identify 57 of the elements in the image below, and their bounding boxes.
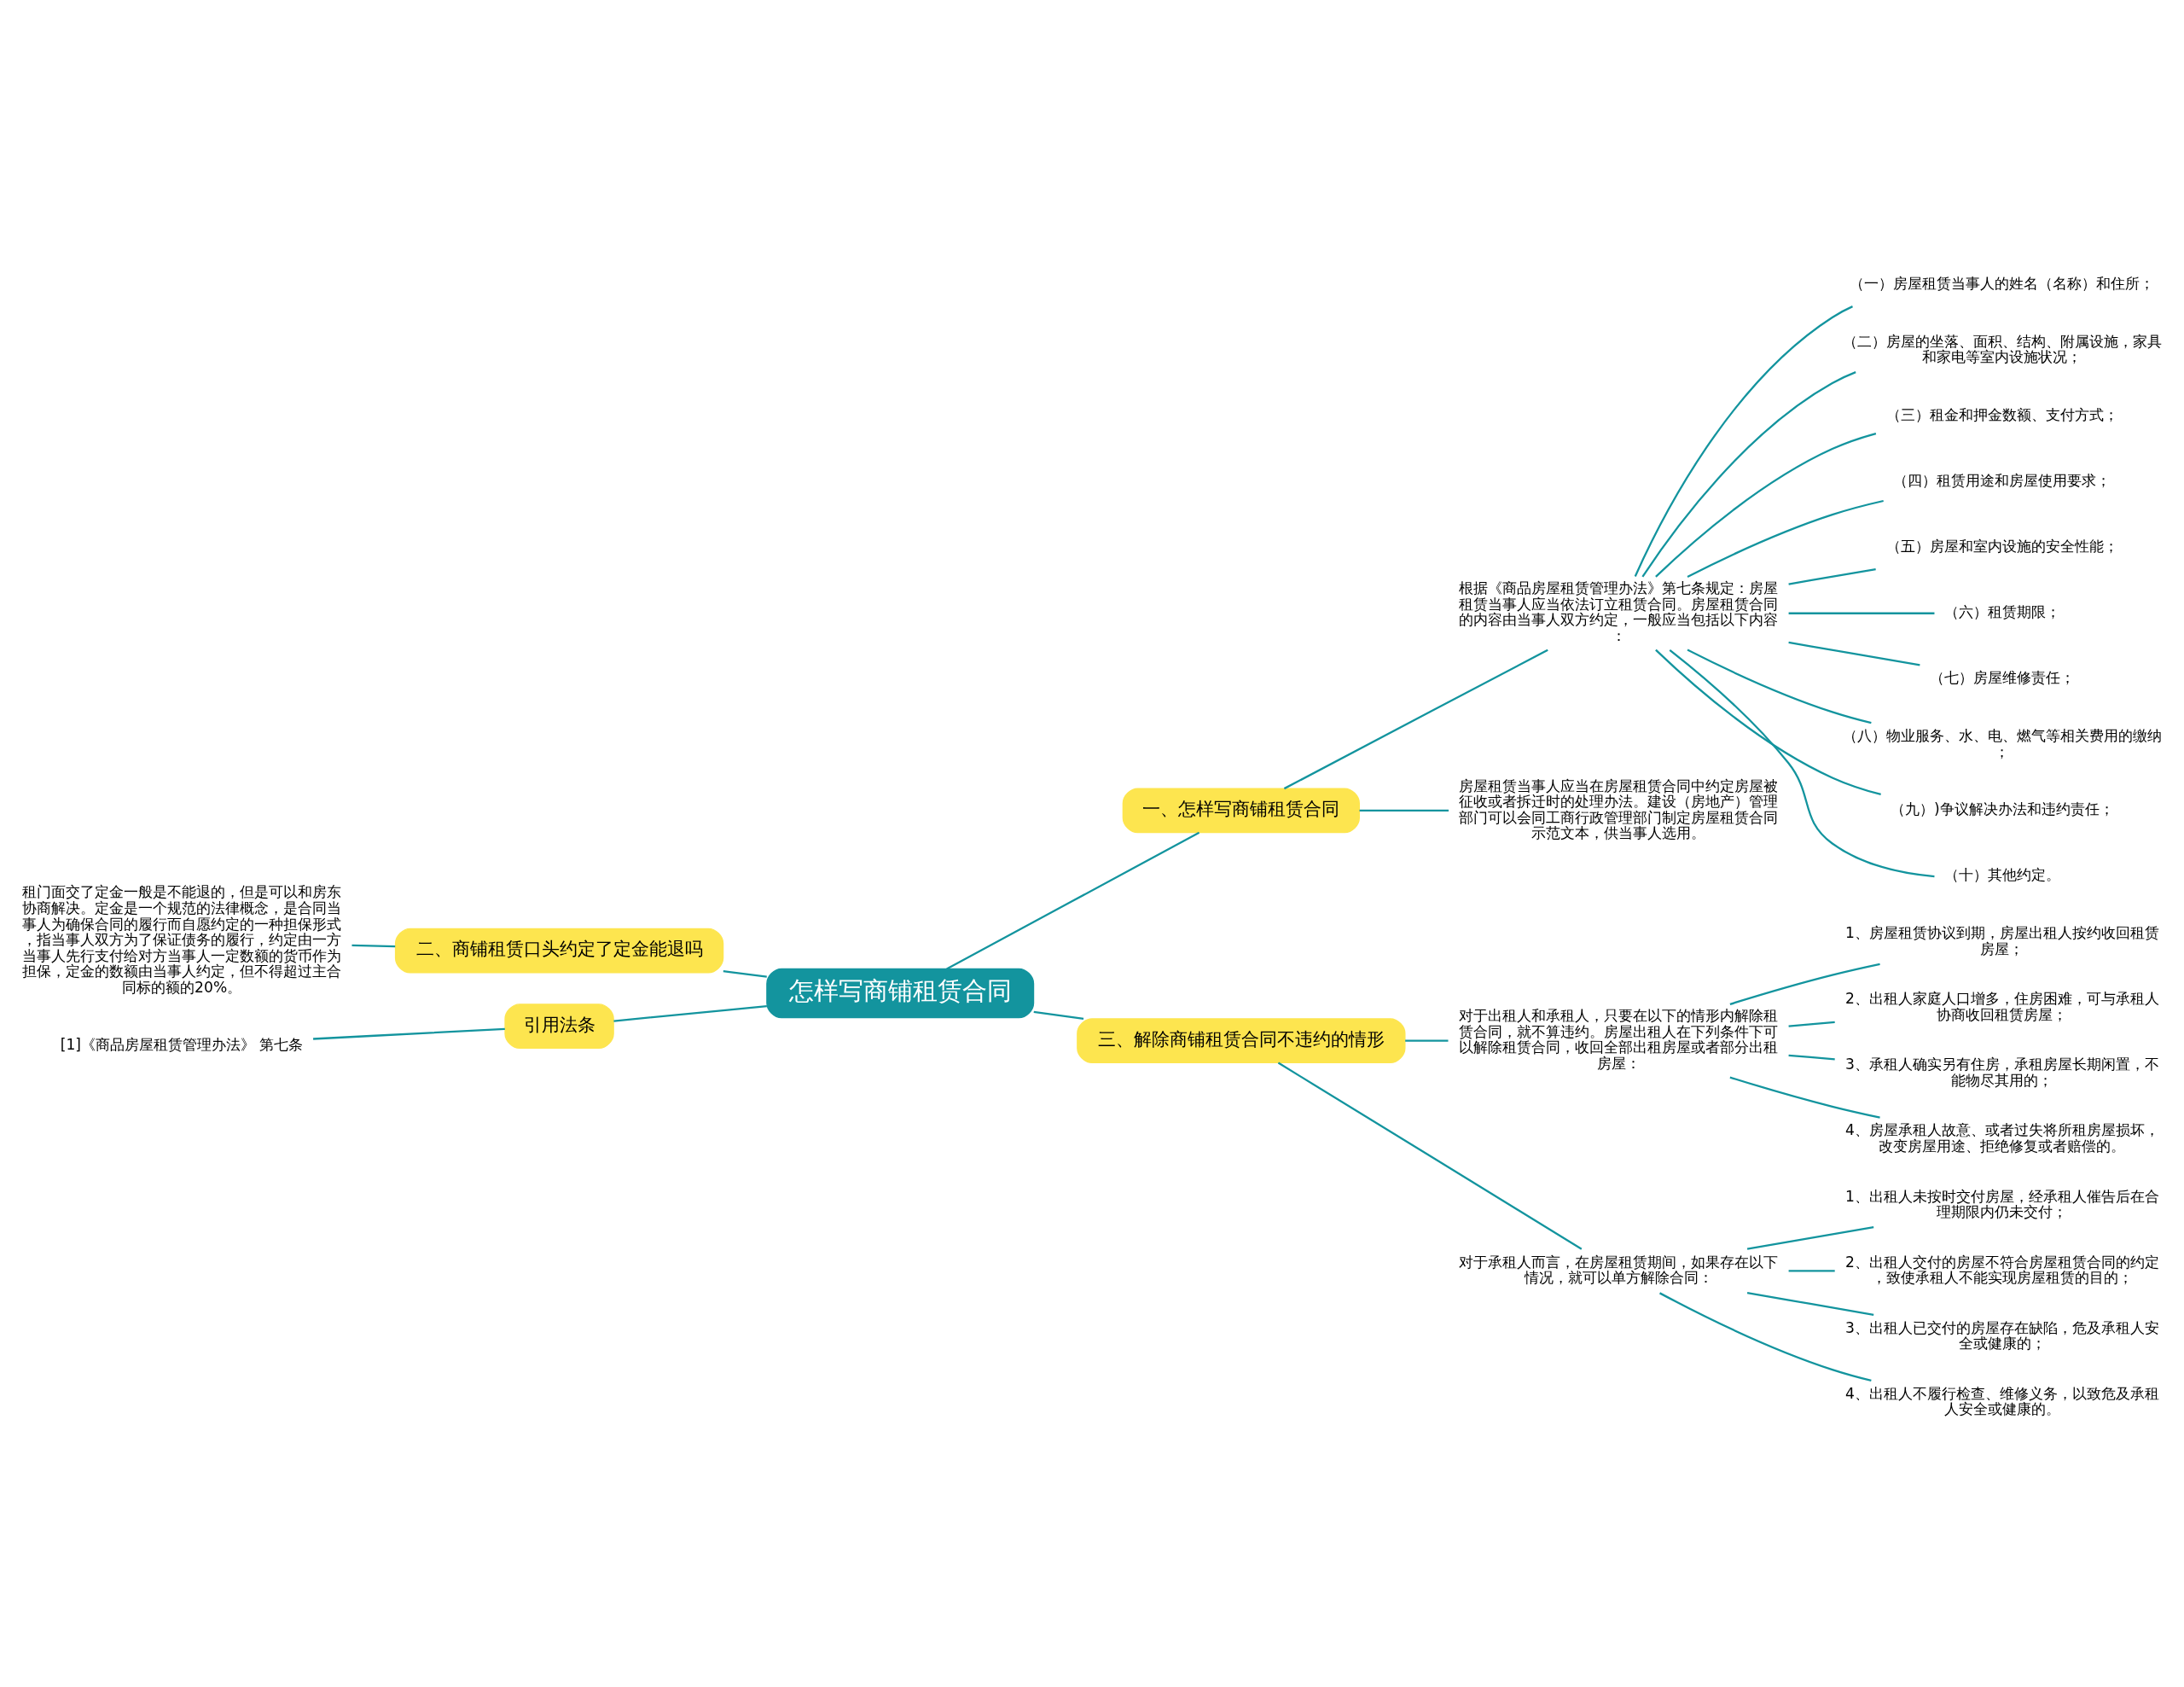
connector [1687, 649, 1872, 724]
connector [1283, 649, 1548, 790]
connector [1788, 1021, 1835, 1027]
connector [723, 970, 767, 978]
node-text: （五）房屋和室内设施的安全性能； [1885, 538, 2118, 556]
connector [1729, 963, 1880, 1005]
connector [1641, 371, 1856, 578]
connector [613, 1004, 767, 1022]
node-text: （七）房屋维修责任； [1929, 669, 2075, 687]
node-text: 2、出租人家庭人口增多，住房困难，可与承租人协商收回租赁房屋； [1844, 990, 2159, 1023]
connector [1659, 1292, 1872, 1382]
connector [1655, 649, 1881, 796]
connector [1634, 305, 1853, 577]
connector [1746, 1226, 1874, 1250]
node-text: 3、承租人确实另有住房，承租房屋长期闲置，不能物尽其用的； [1844, 1056, 2159, 1089]
connector [1788, 567, 1876, 585]
connector [946, 831, 1200, 970]
node-text: [1]《商品房屋租赁管理办法》 第七条 [60, 1035, 304, 1053]
node-text: （九）)争议解决办法和违约责任； [1891, 800, 2114, 818]
node-text: 4、出租人不履行检查、维修义务，以致危及承租人安全或健康的。 [1844, 1384, 2159, 1418]
connector [351, 944, 396, 948]
connector [1687, 499, 1884, 578]
connector [1405, 1039, 1449, 1042]
node-text: （一）房屋租赁当事人的姓名（名称）和住所； [1850, 274, 2155, 292]
node-text: （二）房屋的坐落、面积、结构、附属设施，家具和家电等室内设施状况； [1842, 332, 2162, 366]
node-text: 根据《商品房屋租赁管理办法》第七条规定：房屋租赁当事人应当依法订立租赁合同。房屋租赁合同的内容由当事人双方约定，一般应当包括以下内容： [1459, 579, 1779, 645]
node-box: 引用法条 [504, 1003, 614, 1049]
connector [1669, 649, 1935, 878]
connector [1033, 1010, 1084, 1021]
node-box: 三、解除商铺租赁合同不违约的情形 [1077, 1018, 1406, 1064]
node-text: 4、房屋承租人故意、或者过失将所租房屋损坏，改变房屋用途、拒绝修复或者赔偿的。 [1844, 1121, 2159, 1155]
node-box: 怎样写商铺租赁合同 [766, 968, 1035, 1019]
connector [1788, 612, 1935, 614]
connector [1746, 1292, 1874, 1316]
connector [1788, 641, 1920, 666]
node-text: 1、房屋租赁协议到期，房屋出租人按约收回租赁房屋； [1844, 924, 2159, 957]
node-text: 对于出租人和承租人，只要在以下的情形内解除租赁合同，就不算违约。房屋出租人在下列条件下可以解除租赁合同，收回全部出租房屋或者部分出租房屋： [1459, 1007, 1779, 1072]
connector [1729, 1076, 1880, 1119]
node-text: （八）物业服务、水、电、燃气等相关费用的缴纳； [1842, 727, 2162, 760]
node-text: 租门面交了定金一般是不能退的，但是可以和房东协商解决。定金是一个规范的法律概念，是合同当事人为确保合同的履行而自愿约定的一种担保形式，指当事人双方为了保证债务的履行，约定由一方当事人先行支付给对方当事人一定数额的货币作为担保，定金的数额由当事人约定，但不得超过主合同标的额的20%。 [22, 883, 342, 996]
connector [1788, 1054, 1835, 1061]
connector [1788, 1270, 1835, 1272]
node-box: 二、商铺租赁口头约定了定金能退吗 [394, 928, 724, 974]
node-text: 1、出租人未按时交付房屋，经承租人催告后在合理期限内仍未交付； [1844, 1187, 2159, 1221]
node-text: 房屋租赁当事人应当在房屋租赁合同中约定房屋被征收或者拆迁时的处理办法。建设（房地产）管理部门可以会同工商行政管理部门制定房屋租赁合同示范文本，供当事人选用。 [1459, 777, 1779, 842]
connector [313, 1027, 505, 1040]
node-text: 对于承租人而言，在房屋租赁期间，如果存在以下情况，就可以单方解除合同： [1459, 1253, 1779, 1287]
node-text: （四）租赁用途和房屋使用要求； [1893, 472, 2111, 490]
node-text: （六）租赁期限； [1943, 603, 2060, 621]
node-text: 2、出租人交付的房屋不符合房屋租赁合同的约定，致使承租人不能实现房屋租赁的目的； [1844, 1253, 2159, 1287]
connector [1359, 809, 1449, 812]
node-text: 3、出租人已交付的房屋存在缺陷，危及承租人安全或健康的； [1844, 1318, 2159, 1353]
connector [1277, 1062, 1583, 1250]
node-text: （十）其他约定。 [1943, 866, 2060, 884]
node-box: 一、怎样写商铺租赁合同 [1122, 788, 1360, 834]
connector [1655, 433, 1877, 578]
node-text: （三）租金和押金数额、支付方式； [1885, 405, 2118, 423]
